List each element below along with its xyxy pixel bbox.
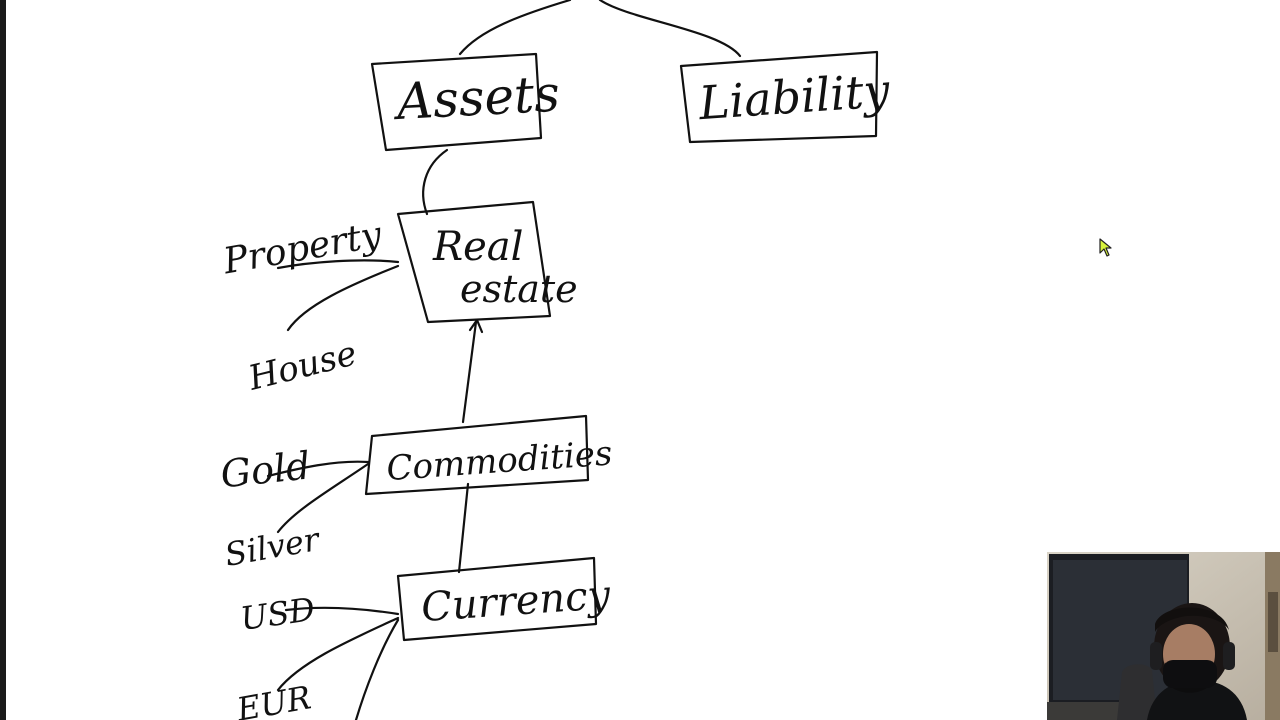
presenter-webcam-image xyxy=(1047,552,1280,720)
connector-realestate-house xyxy=(286,264,400,332)
connector-currency-eur xyxy=(276,616,400,692)
leaf-gold: Gold xyxy=(219,443,313,496)
mouse-cursor-icon xyxy=(1099,238,1112,257)
connector-commodities-gold xyxy=(266,460,370,478)
node-assets: Assets xyxy=(392,65,562,132)
connector-currency-commodities xyxy=(457,482,470,574)
connector-currency-usd xyxy=(284,606,400,616)
node-realestate-line1: Real xyxy=(432,224,523,270)
leaf-property: Property xyxy=(219,214,385,282)
leaf-silver: Silver xyxy=(222,520,324,574)
connector-currency-down xyxy=(354,618,400,720)
currency-box xyxy=(396,556,598,642)
arrow-head-realestate xyxy=(468,318,484,334)
leaf-eur: EUR xyxy=(233,678,314,720)
connector-commodities-realestate xyxy=(461,320,478,424)
commodities-box xyxy=(364,414,590,496)
realestate-box xyxy=(396,200,552,324)
window-left-edge xyxy=(0,0,6,720)
node-realestate-line2: estate xyxy=(460,267,578,311)
connector-realestate-property xyxy=(276,259,400,270)
connector-commodities-silver xyxy=(276,462,370,534)
leaf-house: House xyxy=(244,333,361,399)
connector-root-assets xyxy=(458,0,572,56)
connector-root-liability xyxy=(598,0,742,58)
connector-assets-realestate xyxy=(422,148,449,216)
node-currency: Currency xyxy=(420,572,613,631)
node-liability: Liability xyxy=(696,63,892,130)
liability-box xyxy=(679,50,879,144)
presenter-webcam-overlay xyxy=(1047,552,1280,720)
leaf-usd: USD xyxy=(238,590,317,638)
assets-box xyxy=(370,52,543,152)
